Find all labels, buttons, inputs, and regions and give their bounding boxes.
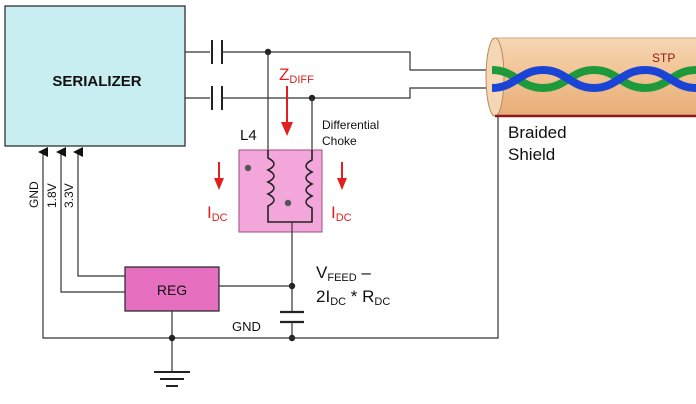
coupling-capacitor-bottom	[211, 86, 223, 110]
zdiff-arrow	[281, 86, 293, 136]
wire-signal-bottom	[222, 87, 498, 99]
choke-coil-right	[292, 150, 314, 223]
choke-label-line1: Differential	[322, 118, 379, 132]
supply-label-gnd: GND	[27, 181, 41, 208]
supply-label-3v3: 3.3V	[62, 183, 76, 208]
twisted-pair-strand-blue	[491, 65, 696, 93]
differential-choke-box	[238, 149, 323, 233]
stp-label: STP	[652, 51, 675, 65]
vfeed-label: VFEED –	[316, 263, 371, 284]
feed-capacitor	[280, 310, 304, 324]
coupling-capacitor-top	[211, 40, 223, 64]
braided-shield-label-line2: Shield	[508, 145, 555, 164]
ground-symbol	[154, 371, 190, 387]
wire-3v3-supply	[73, 147, 125, 277]
regulator-label: REG	[157, 282, 187, 298]
idc-arrow-right	[337, 162, 347, 190]
idc-label-left: IDC	[207, 203, 228, 224]
gnd-label-bottom: GND	[232, 319, 261, 334]
supply-label-1v8: 1.8V	[45, 183, 59, 208]
twisted-pair-strand-green	[491, 65, 696, 93]
serializer-label: SERIALIZER	[52, 73, 141, 90]
idc-label-right: IDC	[331, 203, 352, 224]
choke-label-line2: Choke	[322, 134, 357, 148]
inductor-label: L4	[240, 127, 257, 144]
idc-arrow-left	[214, 162, 224, 190]
wire-1v8-supply	[56, 147, 125, 293]
coil-polarity-dot	[284, 199, 292, 207]
junction-dot	[168, 334, 176, 342]
braided-shield-label-line1: Braided	[508, 123, 567, 142]
zdiff-label: ZDIFF	[279, 65, 314, 86]
choke-coil-left	[266, 150, 292, 223]
coil-polarity-dot	[244, 164, 252, 172]
wire-ground-return	[38, 116, 499, 339]
vfeed-formula: 2IDC * RDC	[316, 287, 390, 308]
wire-signal-top	[222, 51, 498, 71]
serializer-block	[4, 5, 186, 147]
